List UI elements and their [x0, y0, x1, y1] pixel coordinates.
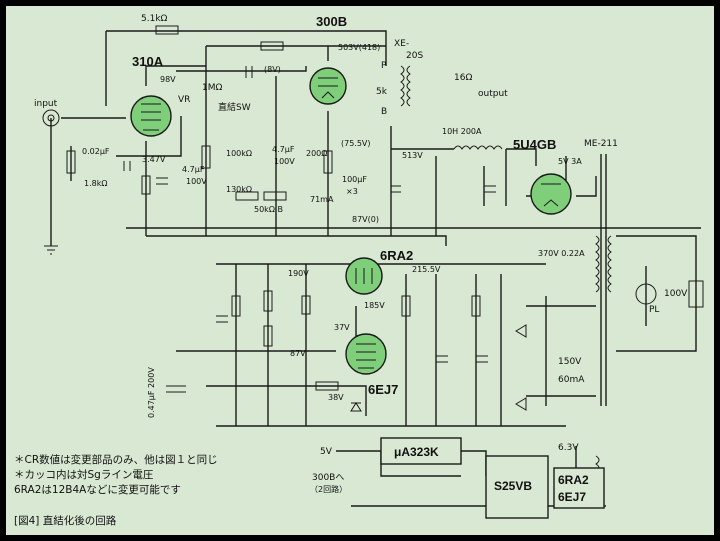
v8-label: (8V): [264, 65, 281, 74]
vr-1m-label-b: VR: [178, 95, 190, 105]
figure-caption: [図4] 直結化後の回路: [14, 514, 117, 527]
xe20s-label-b: 20S: [406, 51, 423, 61]
v100-label: 100V: [664, 289, 688, 299]
heater-box: [553, 467, 605, 509]
vacuum-tubes: [130, 67, 572, 375]
choke-label: 10H 200A: [442, 127, 482, 136]
v63-label: 6.3V: [558, 443, 579, 453]
vr-1m-label-a: 1MΩ: [202, 83, 222, 93]
tube-6ej7-label: 6EJ7: [368, 382, 398, 397]
r200-label: 200Ω: [306, 149, 327, 158]
tube-6ra2-label: 6RA2: [380, 248, 413, 263]
r1k8-label: 1.8kΩ: [84, 179, 107, 188]
r130k-label: 130kΩ: [226, 185, 252, 194]
v190-label: 190V: [288, 269, 309, 278]
tube-5u4gb-label: 5U4GB: [513, 137, 556, 152]
v185-label: 185V: [364, 301, 385, 310]
v98-label: 98V: [160, 75, 176, 84]
v87-label: 87V(0): [352, 215, 379, 224]
circuit-schematic: 310A 300B 5U4GB 6RA2 6EJ7 μA323K S25VB 6…: [14, 14, 704, 527]
pl-label: PL: [649, 305, 659, 315]
v370-label: 370V 0.22A: [538, 249, 585, 258]
p-label: P: [381, 61, 387, 71]
c47a-label-1: 4.7μF: [182, 165, 205, 174]
v38-label: 38V: [328, 393, 344, 402]
v503-label: 503V(418): [338, 43, 380, 52]
r100k-label: 100kΩ: [226, 149, 252, 158]
c100u-label-2: ×3: [346, 187, 358, 196]
ua323k-box: [380, 437, 462, 465]
c100u-label-1: 100μF: [342, 175, 367, 184]
v87b-label: 87V: [290, 349, 306, 358]
me211-label: ME-211: [584, 139, 618, 149]
heater-6ej7-label: 6EJ7: [558, 490, 586, 504]
v2155-label: 215.5V: [412, 265, 441, 274]
v5-label: 5V: [320, 447, 333, 457]
note-2: ＊カッコ内は対Sgライン電圧: [14, 468, 154, 481]
input-label: input: [34, 99, 58, 109]
wiring: [50, 30, 701, 507]
tube-5u4gb-symbol: [530, 173, 572, 215]
tube-310a-label: 310A: [132, 54, 164, 69]
note-3: 6RA2は12B4Aなどに変更可能です: [14, 483, 181, 496]
r50kb-label: 50kΩ B: [254, 205, 283, 214]
s25vb-label: S25VB: [494, 479, 532, 493]
c047-label: 0.47μF 200V: [147, 367, 156, 418]
tube-300b-label: 300B: [316, 14, 347, 29]
note-1: ＊CR数値は変更部品のみ、他は図１と同じ: [14, 453, 218, 466]
v513-label: 513V: [402, 151, 423, 160]
passive-components: [42, 25, 704, 489]
v150-label: 150V: [558, 357, 582, 367]
c002-label: 0.02μF: [82, 147, 110, 156]
heater-6ra2-label: 6RA2: [558, 473, 589, 487]
r-5k1-label: 5.1kΩ: [141, 14, 168, 24]
c47b-label-2: 100V: [274, 157, 295, 166]
v37-label: 37V: [334, 323, 350, 332]
c47b-label-1: 4.7μF: [272, 145, 295, 154]
output-label: output: [478, 89, 508, 99]
ohm16-label: 16Ω: [454, 73, 472, 83]
to300b-label: 300Bへ: [312, 473, 344, 483]
v347-label: 3.47V: [142, 155, 166, 164]
circuits2-label: （2回路）: [310, 484, 347, 494]
v5v3a-label: 5V 3A: [558, 157, 582, 166]
b-label: B: [381, 107, 387, 117]
v755-label: (75.5V): [341, 139, 371, 148]
xe20s-label-a: XE-: [394, 39, 409, 49]
ma60-label: 60mA: [558, 375, 585, 385]
s25vb-box: [485, 455, 549, 519]
ua323k-label: μA323K: [394, 445, 439, 459]
i71ma-label: 71mA: [310, 195, 334, 204]
k5-label: 5k: [376, 87, 388, 97]
direct-sw-label: 直結SW: [218, 101, 251, 113]
tube-310a-symbol: [130, 95, 172, 137]
c47a-label-2: 100V: [186, 177, 207, 186]
schematic-board: 310A 300B 5U4GB 6RA2 6EJ7 μA323K S25VB 6…: [6, 6, 714, 535]
